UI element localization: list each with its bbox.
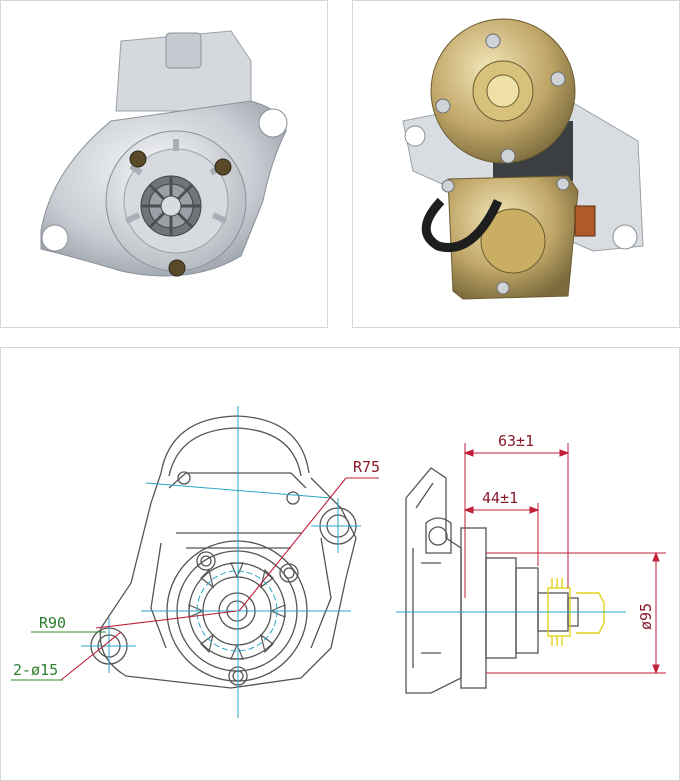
radius-top-label: R75 — [353, 458, 380, 476]
technical-drawing: R75 R90 2-ø15 — [11, 406, 666, 718]
front-label-leaders — [11, 631, 106, 681]
side-view-outline — [405, 467, 579, 694]
dim-length-flange: 44±1 — [482, 489, 518, 507]
dim-length-overall: 63±1 — [498, 432, 534, 450]
technical-drawing-panel: R75 R90 2-ø15 — [0, 347, 680, 781]
front-photo-panel — [0, 0, 328, 328]
starter-front-image — [40, 30, 288, 277]
starter-rear-image — [402, 18, 644, 300]
mount-holes-label: 2-ø15 — [13, 661, 58, 679]
dim-diameter: ø95 — [637, 603, 655, 630]
rear-photo-panel — [352, 0, 680, 328]
side-dimension-lines — [463, 443, 666, 675]
radius-left-label: R90 — [39, 614, 66, 632]
front-center-lines — [81, 406, 361, 718]
front-leaders — [60, 477, 379, 681]
front-view-outline — [90, 415, 357, 689]
